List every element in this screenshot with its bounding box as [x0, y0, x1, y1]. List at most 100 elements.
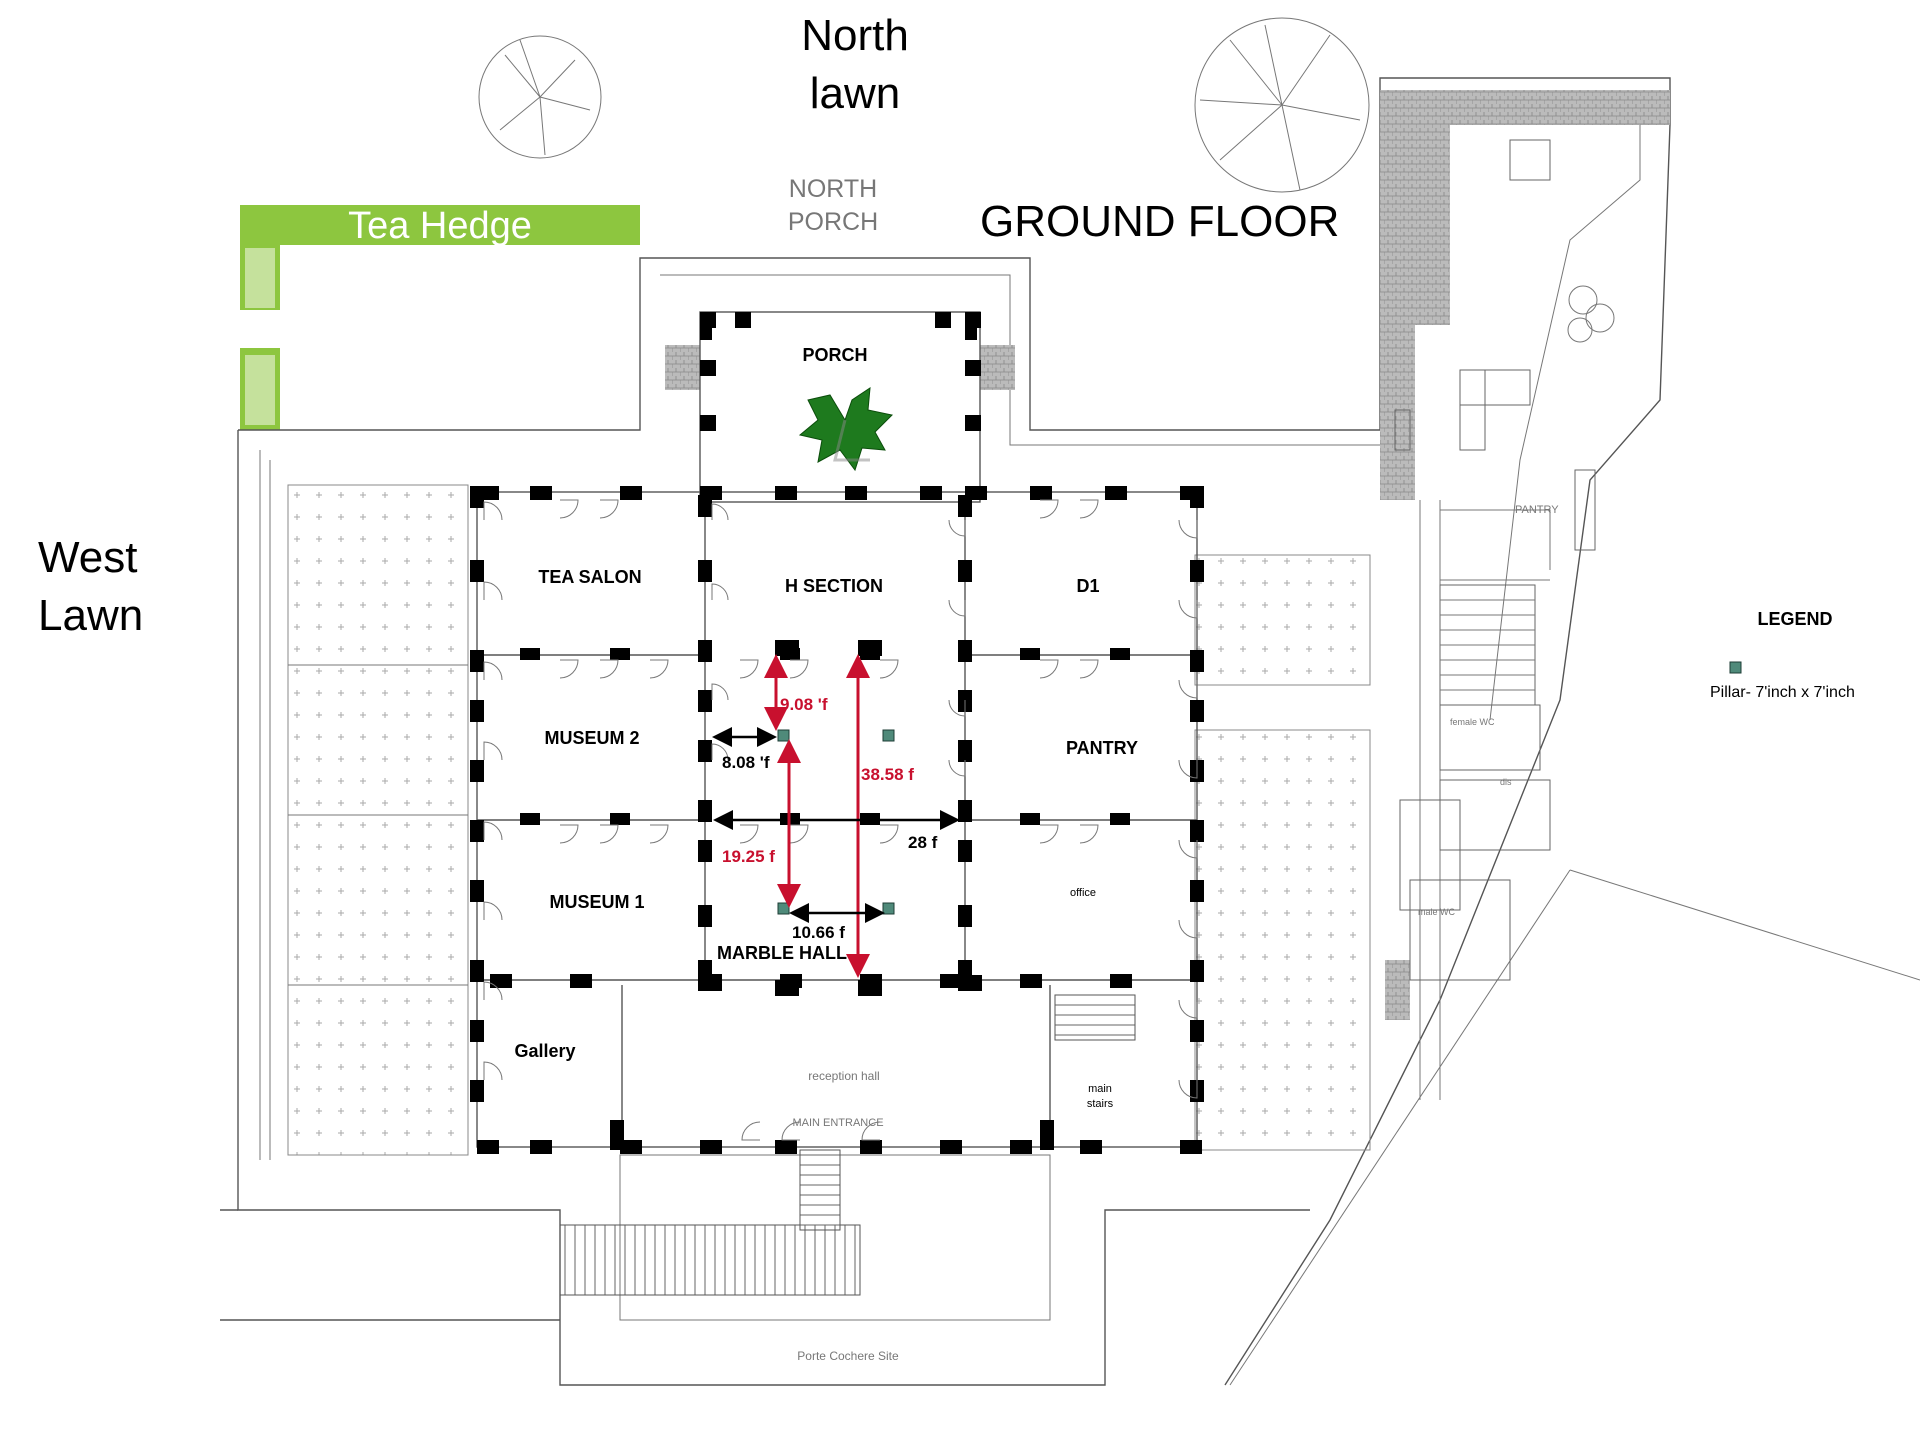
dim-8-08-label: 8.08 'f — [722, 753, 770, 772]
female-wc-label: female WC — [1450, 717, 1495, 727]
wall-pier — [470, 960, 484, 982]
wall-pier — [1180, 1140, 1202, 1154]
door-swing — [1178, 599, 1198, 619]
dis-label: dis — [1500, 777, 1512, 787]
wall-pier — [700, 1140, 722, 1154]
door-swing — [483, 501, 503, 521]
wall-pier — [698, 975, 722, 991]
wall-pier — [858, 980, 882, 996]
wall-pier — [1020, 648, 1040, 660]
wall-pier — [477, 1140, 499, 1154]
room-pantry: PANTRY — [1066, 738, 1138, 758]
door-swings — [483, 499, 1198, 1141]
wall-pier — [965, 360, 981, 376]
wall-pier — [470, 880, 484, 902]
annex-pantry-label: PANTRY — [1515, 504, 1559, 516]
room-reception-hall: reception hall — [808, 1069, 879, 1083]
wall-pier — [775, 640, 799, 656]
pillar — [777, 902, 790, 915]
wall-pier — [958, 560, 972, 582]
door-swing — [649, 659, 669, 679]
door-swing — [711, 683, 729, 701]
pillar — [777, 729, 790, 742]
site-outline — [220, 77, 1920, 1386]
door-swing — [599, 499, 619, 519]
dim-9-08-label: 9.08 'f — [780, 695, 828, 714]
room-gallery: Gallery — [514, 1041, 575, 1061]
palm-tree-icon — [798, 387, 894, 472]
west-lawn-label: West — [38, 533, 137, 582]
shrub-icon — [1567, 285, 1615, 343]
wall-pier — [1110, 648, 1130, 660]
door-swing — [739, 659, 759, 679]
wall-pier — [700, 360, 716, 376]
wall-pier — [1105, 486, 1127, 500]
wall-pier — [470, 700, 484, 722]
door-swing — [1178, 839, 1198, 859]
wall-pier — [958, 740, 972, 762]
wall-pier — [958, 840, 972, 862]
door-swing — [1178, 519, 1198, 539]
main-stairs-label: main — [1088, 1083, 1112, 1095]
wall-pier — [775, 1140, 797, 1154]
north-lawn-label: North — [801, 11, 909, 60]
wall-pier — [1190, 650, 1204, 672]
wall-pier — [620, 486, 642, 500]
wall-pier — [860, 1140, 882, 1154]
pillar — [882, 902, 895, 915]
lawn-panels — [287, 484, 1371, 1156]
door-swing — [1178, 679, 1198, 699]
door-swing — [1178, 759, 1198, 779]
door-swing — [599, 824, 619, 844]
wall-pier — [470, 820, 484, 842]
wall-pier — [470, 760, 484, 782]
door-swing — [741, 1121, 761, 1141]
door-swing — [1039, 499, 1059, 519]
annex-wall — [665, 90, 1670, 1020]
wall-piers — [470, 312, 1204, 1154]
tree-icon — [1194, 17, 1370, 193]
wall-pier — [698, 800, 712, 822]
building-walls — [476, 311, 1198, 1321]
wall-pier — [940, 1140, 962, 1154]
wall-pier — [940, 974, 962, 988]
legend: LEGEND Pillar- 7'inch x 7'inch — [1710, 609, 1855, 701]
wall-pier — [958, 495, 972, 517]
door-swing — [789, 659, 809, 679]
door-swing — [1039, 824, 1059, 844]
page-title: GROUND FLOOR — [980, 197, 1339, 246]
wall-pier — [775, 980, 799, 996]
wall-pier — [1080, 1140, 1102, 1154]
wall-pier — [698, 740, 712, 762]
door-swing — [649, 824, 669, 844]
door-swing — [879, 659, 899, 679]
wall-pier — [958, 640, 972, 662]
room-d1: D1 — [1076, 576, 1099, 596]
wall-pier — [1110, 813, 1130, 825]
wall-pier — [1020, 974, 1042, 988]
male-wc-label: male WC — [1418, 907, 1456, 917]
wall-pier — [470, 650, 484, 672]
wall-pier — [935, 312, 951, 328]
wall-pier — [1190, 1020, 1204, 1042]
main-stairs-label-2: stairs — [1087, 1098, 1114, 1110]
wall-pier — [698, 495, 712, 517]
wall-pier — [530, 1140, 552, 1154]
dim-28-label: 28 f — [908, 833, 938, 852]
room-museum-1: MUSEUM 1 — [549, 892, 644, 912]
legend-title: LEGEND — [1757, 609, 1832, 629]
labels: North lawn West Lawn GROUND FLOOR NORTH … — [38, 11, 1339, 1363]
north-lawn-label-2: lawn — [810, 69, 901, 118]
annex-rooms: PANTRY female WC dis male WC — [1394, 139, 1596, 1100]
wall-pier — [610, 813, 630, 825]
wall-pier — [470, 1080, 484, 1102]
wall-pier — [1190, 880, 1204, 902]
wall-pier — [570, 974, 592, 988]
wall-pier — [698, 640, 712, 662]
wall-pier — [858, 640, 882, 656]
door-swing — [483, 1061, 503, 1081]
wall-pier — [610, 648, 630, 660]
tea-hedge-label: Tea Hedge — [348, 205, 532, 247]
door-swing — [559, 824, 579, 844]
wall-pier — [700, 415, 716, 431]
